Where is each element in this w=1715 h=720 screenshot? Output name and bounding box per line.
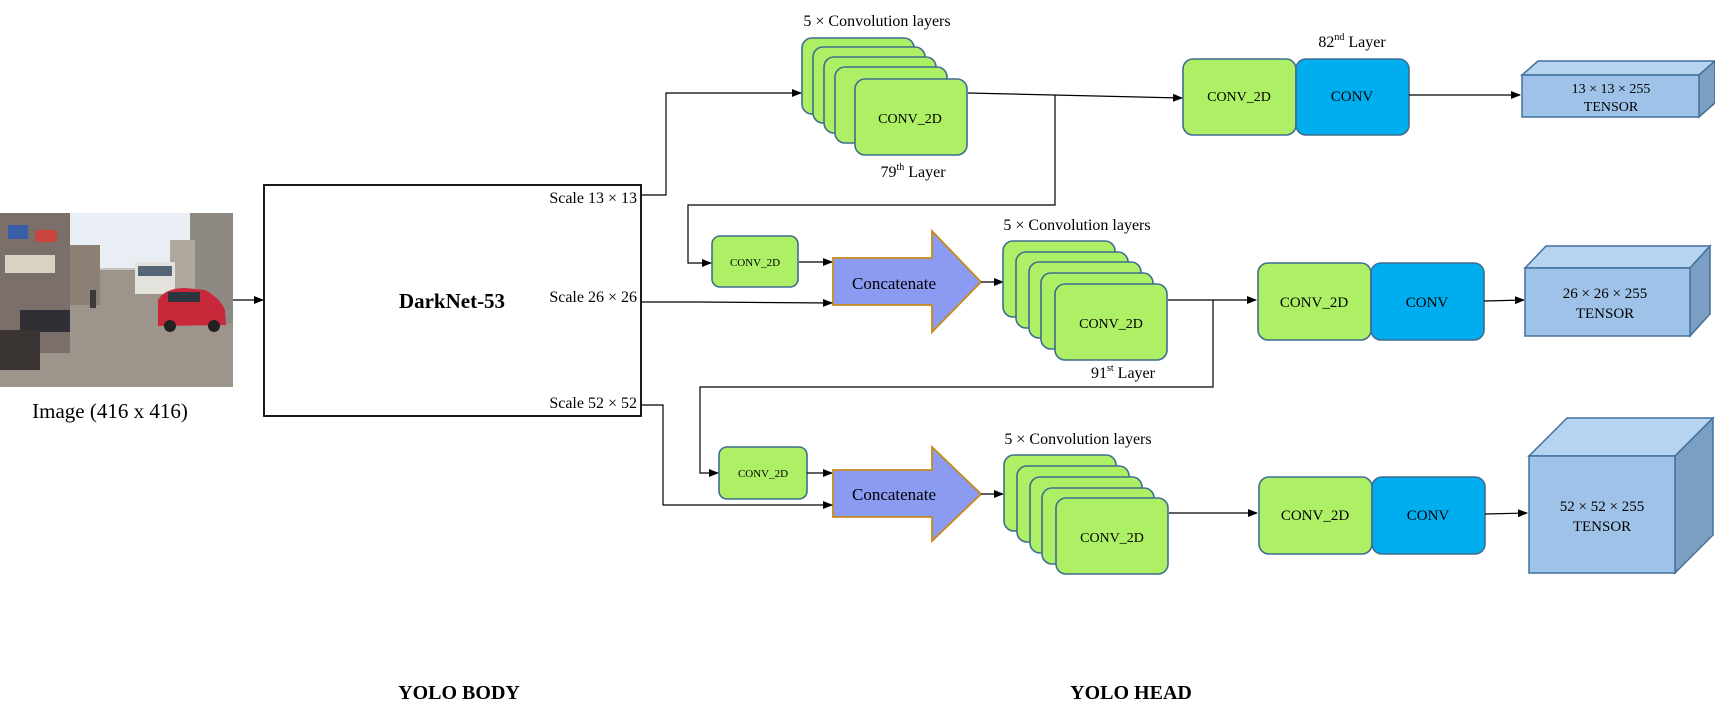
branch2-tensor-line2: TENSOR bbox=[1576, 306, 1634, 322]
branch1-stack-conv-label: CONV_2D bbox=[878, 112, 942, 127]
stack1-to-branch2-upsample-arrow bbox=[687, 95, 1056, 267]
image-caption: Image (416 x 416) bbox=[32, 399, 188, 423]
darknet-53-box bbox=[263, 184, 642, 417]
branch3-concatenate-label: Concatenate bbox=[852, 485, 936, 504]
yolo-body-label: YOLO BODY bbox=[398, 682, 520, 704]
branch3-out-conv2d-label: CONV_2D bbox=[1281, 508, 1350, 524]
branch1-layer-label: 79th Layer bbox=[880, 162, 946, 181]
branch2-tensor bbox=[1523, 244, 1712, 338]
branch1-tensor bbox=[1520, 60, 1715, 119]
branch2-layer-label: 91st Layer bbox=[1091, 363, 1156, 382]
branch2-concatenate-arrow-shape bbox=[832, 228, 983, 335]
branch2-out-conv2d-label: CONV_2D bbox=[1280, 295, 1349, 311]
branch1-out-layer-label: 82nd Layer bbox=[1318, 32, 1386, 51]
branch3-concatenate-arrow-shape bbox=[832, 444, 983, 544]
branch2-small-conv-box bbox=[711, 235, 799, 288]
scale-13-label: Scale 13 × 13 bbox=[549, 190, 637, 207]
input-image bbox=[0, 213, 233, 387]
darknet-53-label: DarkNet-53 bbox=[399, 289, 505, 313]
stack2-to-branch3-upsample-arrow bbox=[699, 300, 1214, 477]
branch2-tensor-line1: 26 × 26 × 255 bbox=[1563, 286, 1647, 302]
branch3-out-conv-box bbox=[1371, 476, 1486, 555]
branch2-stack-conv-label: CONV_2D bbox=[1079, 317, 1143, 332]
branch3-out-conv-label: CONV bbox=[1407, 508, 1450, 524]
branch3-small-conv-label: CONV_2D bbox=[738, 468, 788, 480]
branch1-out-conv-box bbox=[1295, 58, 1410, 136]
branch3-conv-stack bbox=[1003, 454, 1169, 575]
branch1-tensor-line2: TENSOR bbox=[1584, 100, 1639, 115]
branch2-conv-stack bbox=[1002, 240, 1168, 361]
branch2-small-conv-label: CONV_2D bbox=[730, 257, 780, 269]
branch3-stack-conv-label: CONV_2D bbox=[1080, 531, 1144, 546]
branch3-tensor-line1: 52 × 52 × 255 bbox=[1560, 499, 1644, 515]
branch2-concatenate-label: Concatenate bbox=[852, 274, 936, 293]
scale26-to-concat-arrow bbox=[641, 298, 833, 307]
branch2-out-conv-box bbox=[1370, 262, 1485, 341]
branch1-out-conv-label: CONV bbox=[1331, 89, 1374, 105]
branch1-tensor-line1: 13 × 13 × 255 bbox=[1572, 82, 1651, 97]
branch2-out-conv-label: CONV bbox=[1406, 295, 1449, 311]
branch1-conv-stack bbox=[801, 37, 968, 156]
conv-to-tensor3-arrow bbox=[1484, 509, 1528, 518]
branch3-tensor-line2: TENSOR bbox=[1573, 519, 1631, 535]
branch1-stack-label: 5 × Convolution layers bbox=[803, 13, 950, 30]
yolo-head-label: YOLO HEAD bbox=[1070, 682, 1192, 704]
scale13-to-stack1-arrow bbox=[641, 89, 802, 196]
branch1-out-conv2d-label: CONV_2D bbox=[1207, 90, 1271, 105]
scale-26-label: Scale 26 × 26 bbox=[549, 289, 637, 306]
branch3-stack-label: 5 × Convolution layers bbox=[1004, 431, 1151, 448]
branch2-stack-label: 5 × Convolution layers bbox=[1003, 217, 1150, 234]
stack1-to-out-conv2d-arrow bbox=[967, 92, 1183, 102]
scale-52-label: Scale 52 × 52 bbox=[549, 395, 637, 412]
conv-to-tensor2-arrow bbox=[1483, 296, 1525, 305]
branch3-tensor bbox=[1527, 416, 1715, 575]
scale52-to-concat-arrow bbox=[641, 404, 833, 509]
